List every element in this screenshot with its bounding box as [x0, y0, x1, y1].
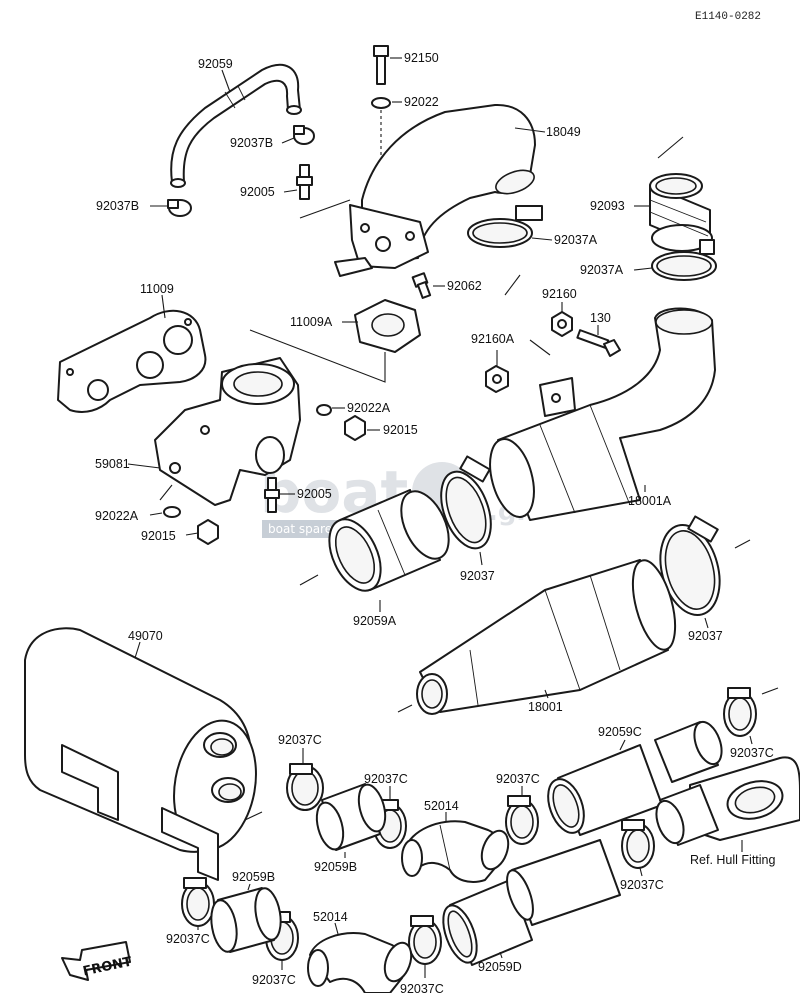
- clamp-92037-mid: [440, 455, 492, 550]
- label-92062: 92062: [447, 279, 482, 293]
- washer-92022A-left: [163, 506, 181, 518]
- label-92037C-1: 92037C: [278, 733, 322, 747]
- exhaust-pipe-18001A: [489, 307, 716, 521]
- hose-92059A: [328, 489, 450, 592]
- label-92037C-7: 92037C: [252, 973, 296, 987]
- label-92005-upper: 92005: [240, 185, 275, 199]
- label-92022A-left: 92022A: [95, 509, 139, 523]
- fitting-92005-upper: [296, 164, 313, 200]
- label-130: 130: [590, 311, 611, 325]
- nut-92160A: [485, 365, 509, 393]
- label-11009: 11009: [140, 282, 174, 296]
- hose-92059D: [442, 839, 621, 966]
- label-92093: 92093: [590, 199, 625, 213]
- nut-92015-right: [344, 415, 366, 441]
- label-18001: 18001: [528, 700, 563, 714]
- hose-92059B-upper: [315, 783, 387, 851]
- gasket-11009A: [354, 299, 421, 353]
- clamp-92037B-upper: [293, 125, 315, 145]
- diagram-code: E1140-0282: [695, 11, 761, 23]
- label-92037B-upper: 92037B: [230, 136, 273, 150]
- clamp-92037B-lower: [167, 199, 192, 217]
- label-92037B-lower: 92037B: [96, 199, 139, 213]
- label-92005-lower: 92005: [297, 487, 332, 501]
- label-92022: 92022: [404, 95, 439, 109]
- nut-92015-left: [197, 519, 219, 545]
- washer-92022: [371, 97, 391, 109]
- label-92037C-5: 92037C: [620, 878, 664, 892]
- label-92037C-2: 92037C: [730, 746, 774, 760]
- label-92059B-lower: 92059B: [232, 870, 275, 884]
- clamp-92037C-6: [181, 877, 215, 927]
- muffler-49070: [24, 627, 257, 881]
- label-49070: 49070: [128, 629, 163, 643]
- clamp-92037A-upper: [467, 205, 543, 248]
- label-92059A: 92059A: [353, 614, 397, 628]
- label-59081: 59081: [95, 457, 130, 471]
- clamp-92037C-1: [286, 763, 324, 811]
- label-92022A-right: 92022A: [347, 401, 391, 415]
- label-92037C-3: 92037C: [364, 772, 408, 786]
- label-11009A: 11009A: [290, 315, 333, 329]
- hose-92059B-lower: [210, 887, 282, 953]
- label-92059C: 92059C: [598, 725, 642, 739]
- gasket-11009: [57, 309, 207, 413]
- label-18049: 18049: [546, 125, 581, 139]
- exhaust-pipe-18001: [416, 559, 677, 715]
- clamp-92037C-8: [408, 915, 442, 965]
- washer-92022A-right: [316, 404, 332, 416]
- label-92037-right: 92037: [688, 629, 723, 643]
- hose-92059C: [547, 720, 723, 836]
- front-direction-arrow: FRONT: [61, 941, 133, 981]
- label-ref-hull-fitting: Ref. Hull Fitting: [690, 853, 775, 867]
- clamp-92037A-lower: [651, 239, 717, 281]
- hull-fitting-reference: [655, 756, 800, 846]
- label-52014-upper: 52014: [424, 799, 459, 813]
- hose-92059: [170, 63, 302, 188]
- label-92037A-upper: 92037A: [554, 233, 598, 247]
- clamp-92037C-2: [723, 687, 757, 737]
- label-92037A-lower: 92037A: [580, 263, 624, 277]
- label-92015-left: 92015: [141, 529, 176, 543]
- clamp-92037-right: [659, 515, 721, 617]
- label-92037C-4: 92037C: [496, 772, 540, 786]
- label-92059D: 92059D: [478, 960, 522, 974]
- sleeve-92093: [649, 173, 713, 252]
- label-92037C-8: 92037C: [400, 982, 444, 993]
- label-92037-mid: 92037: [460, 569, 495, 583]
- bolt-92150: [373, 45, 389, 85]
- label-92059: 92059: [198, 57, 233, 71]
- exhaust-pipe-18049: [334, 103, 536, 277]
- label-18001A: 18001A: [628, 494, 672, 508]
- elbow-hose-52014-lower: [307, 932, 413, 993]
- label-92059B-upper: 92059B: [314, 860, 357, 874]
- exhaust-manifold-59081: [154, 357, 301, 506]
- bolt-130: [576, 329, 621, 357]
- nut-92160: [551, 311, 573, 337]
- label-92037C-6: 92037C: [166, 932, 210, 946]
- label-92160: 92160: [542, 287, 577, 301]
- label-92150: 92150: [404, 51, 439, 65]
- label-92160A: 92160A: [471, 332, 515, 346]
- clamp-92037C-5: [621, 819, 655, 869]
- clamp-92037C-4: [505, 795, 539, 845]
- bolt-92062: [411, 272, 432, 299]
- elbow-hose-52014-upper: [401, 820, 510, 883]
- fitting-92005-lower: [264, 477, 280, 513]
- label-52014-lower: 52014: [313, 910, 348, 924]
- label-92015-right: 92015: [383, 423, 418, 437]
